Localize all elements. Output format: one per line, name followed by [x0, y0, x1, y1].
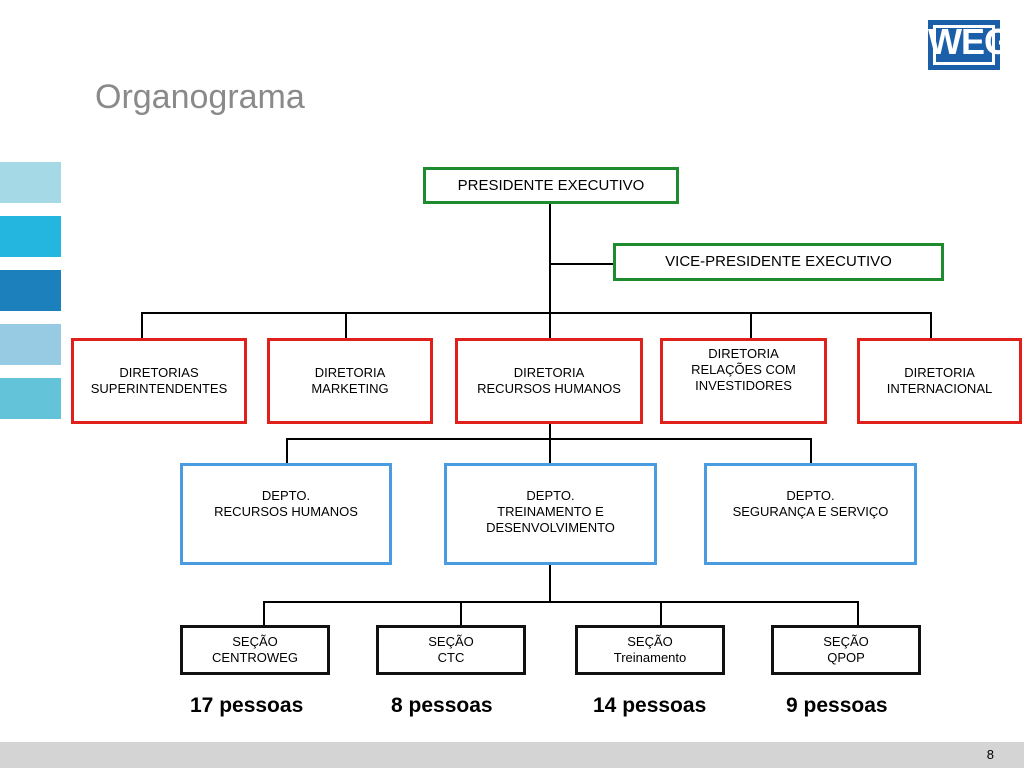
directorate-box: DIRETORIA INTERNACIONAL [857, 338, 1022, 424]
directorate-box: DIRETORIA MARKETING [267, 338, 433, 424]
vice-president-box: VICE-PRESIDENTE EXECUTIVO [613, 243, 944, 281]
side-strip-5 [0, 378, 61, 419]
department-box: DEPTO. RECURSOS HUMANOS [180, 463, 392, 565]
directorate-line1: DIRETORIA [513, 365, 585, 380]
directorate-line1: DIRETORIA [708, 346, 779, 361]
connector-president-down [549, 203, 551, 313]
section-line2: Treinamento [613, 650, 687, 665]
side-strip-1 [0, 162, 61, 203]
directorate-line3: INVESTIDORES [695, 378, 792, 393]
section-headcount: 9 pessoas [786, 694, 888, 717]
connector-sec-4 [857, 601, 859, 626]
connector-vp [551, 263, 613, 265]
department-line2: TREINAMENTO E [497, 504, 604, 519]
logo-text: WEG [928, 21, 1012, 62]
department-line3: DESENVOLVIMENTO [486, 520, 615, 535]
side-strip-2 [0, 216, 61, 257]
connector-dept-1 [286, 438, 288, 464]
directorate-box: DIRETORIA RECURSOS HUMANOS [455, 338, 643, 424]
department-line1: DEPTO. [526, 488, 575, 503]
connector-sec-3 [660, 601, 662, 626]
directorate-line2: SUPERINTENDENTES [90, 381, 228, 396]
connector-dept-2 [549, 438, 551, 464]
department-box: DEPTO. SEGURANÇA E SERVIÇO [704, 463, 917, 565]
section-headcount: 14 pessoas [593, 694, 707, 717]
section-line1: SEÇÃO [232, 634, 278, 649]
section-line1: SEÇÃO [823, 634, 869, 649]
vice-president-label: VICE-PRESIDENTE EXECUTIVO [665, 253, 892, 270]
connector-hr-down [549, 423, 551, 439]
section-box: SEÇÃO QPOP [771, 625, 921, 675]
directorate-line2: MARKETING [311, 381, 389, 396]
directorate-box: DIRETORIA RELAÇÕES COM INVESTIDORES [660, 338, 827, 424]
connector-dir-5 [930, 312, 932, 339]
connector-dir-2 [345, 312, 347, 339]
president-label: PRESIDENTE EXECUTIVO [457, 176, 645, 194]
section-box: SEÇÃO CTC [376, 625, 526, 675]
department-line1: DEPTO. [786, 488, 835, 503]
footer-bar: 8 [0, 742, 1024, 768]
section-line2: QPOP [827, 650, 865, 665]
directorate-line1: DIRETORIA [314, 365, 386, 380]
section-line2: CENTROWEG [212, 650, 298, 665]
page-number: 8 [986, 747, 994, 762]
president-box: PRESIDENTE EXECUTIVO [423, 167, 679, 204]
section-headcount: 8 pessoas [391, 694, 493, 717]
connector-sections-bus [263, 601, 859, 603]
connector-dir-1 [141, 312, 143, 339]
directorate-box: DIRETORIAS SUPERINTENDENTES [71, 338, 247, 424]
slide-title: Organograma [95, 78, 305, 116]
department-line2: SEGURANÇA E SERVIÇO [732, 504, 889, 519]
department-line1: DEPTO. [261, 488, 311, 503]
directorate-line1: DIRETORIAS [119, 365, 199, 380]
directorate-line2: RELAÇÕES COM [691, 362, 796, 377]
connector-directorates-bus [141, 312, 932, 314]
connector-dept-3 [810, 438, 812, 464]
directorate-line1: DIRETORIA [904, 365, 975, 380]
section-headcount: 17 pessoas [190, 694, 304, 717]
weg-logo: WEG [928, 20, 1012, 70]
department-line2: RECURSOS HUMANOS [214, 504, 358, 519]
section-line2: CTC [437, 650, 465, 665]
directorate-line2: INTERNACIONAL [886, 381, 993, 396]
connector-dir-4 [750, 312, 752, 339]
directorate-line2: RECURSOS HUMANOS [477, 381, 621, 396]
side-strip-4 [0, 324, 61, 365]
department-box: DEPTO. TREINAMENTO E DESENVOLVIMENTO [444, 463, 657, 565]
connector-training-down [549, 565, 551, 602]
section-line1: SEÇÃO [627, 634, 673, 649]
side-strip-3 [0, 270, 61, 311]
section-line1: SEÇÃO [428, 634, 474, 649]
section-box: SEÇÃO Treinamento [575, 625, 725, 675]
connector-sec-1 [263, 601, 265, 626]
connector-dir-3 [549, 312, 551, 339]
section-box: SEÇÃO CENTROWEG [180, 625, 330, 675]
connector-sec-2 [460, 601, 462, 626]
